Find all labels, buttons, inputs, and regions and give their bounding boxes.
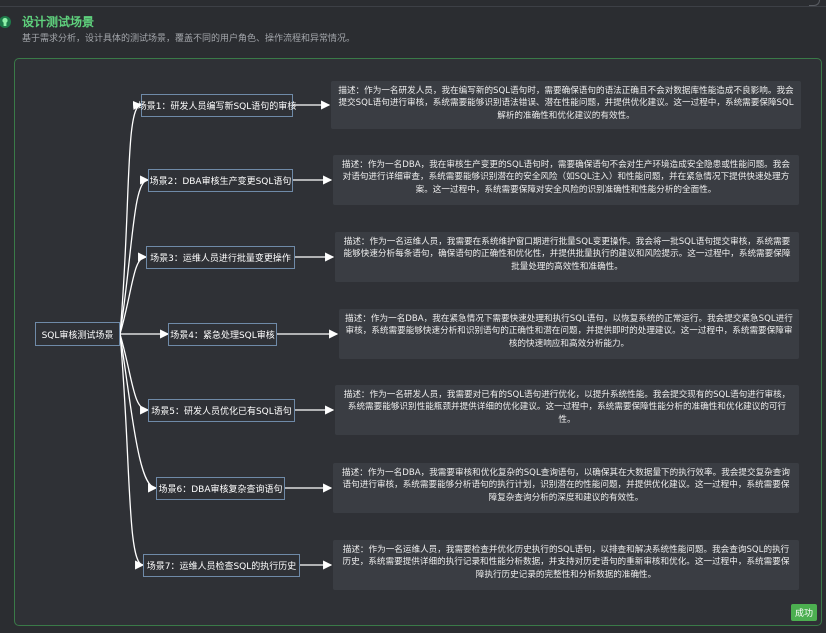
scenario-node-3[interactable]: 场景3：运维人员进行批量变更操作 (146, 246, 295, 269)
scenario-description-5: 描述：作为一名研发人员，我需要对已有的SQL语句进行优化，以提升系统性能。我会提… (335, 385, 799, 435)
mindmap-canvas: SQL审核测试场景 场景1：研发人员编写新SQL语句的审核 场景2：DBA审核生… (14, 58, 822, 626)
scenario-node-2[interactable]: 场景2：DBA审核生产变更SQL语句 (148, 169, 293, 192)
scenario-description-7: 描述：作为一名运维人员，我需要检查并优化历史执行的SQL语句，以排查和解决系统性… (333, 540, 799, 590)
scenario-node-5[interactable]: 场景5：研发人员优化已有SQL语句 (148, 399, 295, 422)
scenario-description-2: 描述：作为一名DBA，我在审核生产变更的SQL语句时，需要确保语句不会对生产环境… (333, 155, 799, 205)
scenario-description-4: 描述：作为一名DBA，我在紧急情况下需要快速处理和执行SQL语句，以恢复系统的正… (339, 309, 799, 359)
scenario-node-4[interactable]: 场景4：紧急处理SQL审核 (168, 323, 277, 346)
status-badge: 成功 (790, 604, 817, 621)
scenario-description-1: 描述：作为一名研发人员，我在编写新的SQL语句时，需要确保语句的语法正确且不会对… (331, 81, 801, 129)
scenario-description-6: 描述：作为一名DBA，我需要审核和优化复杂的SQL查询语句，以确保其在大数据量下… (333, 463, 799, 513)
scenario-description-3: 描述：作为一名运维人员，我需要在系统维护窗口期进行批量SQL变更操作。我会将一批… (335, 232, 799, 282)
step-description: 基于需求分析，设计具体的测试场景，覆盖不同的用户角色、操作流程和异常情况。 (22, 34, 356, 44)
mindmap-connectors (119, 100, 339, 570)
scenario-node-6[interactable]: 场景6：DBA审核复杂查询语句 (156, 477, 285, 500)
scenario-node-1[interactable]: 场景1：研发人员编写新SQL语句的审核 (138, 94, 296, 117)
previous-panel-edge (0, 0, 826, 7)
scenario-node-7[interactable]: 场景7：运维人员检查SQL的执行历史 (143, 554, 300, 577)
mindmap-root-node[interactable]: SQL审核测试场景 (35, 322, 120, 346)
lightbulb-icon (0, 16, 11, 28)
step-title: 设计测试场景 (22, 15, 95, 29)
